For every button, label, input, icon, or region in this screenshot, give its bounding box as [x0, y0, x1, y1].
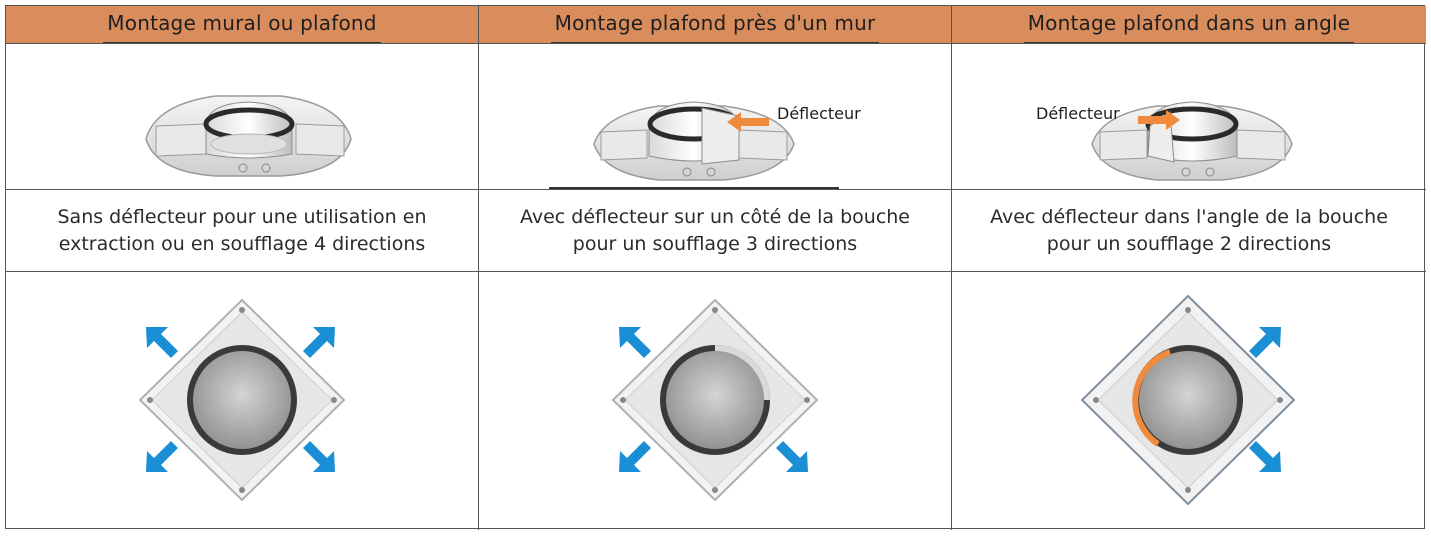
deflector-label-3: Déflecteur [1036, 104, 1120, 123]
product-cell-3: Déflecteur [952, 44, 1426, 190]
orange-arrow-icon [1138, 110, 1180, 130]
airflow-diagram-4-directions [138, 298, 346, 502]
product-cell-1 [6, 44, 479, 190]
vent-product-icon [145, 95, 352, 177]
header-title-1: Montage mural ou plafond [103, 11, 382, 43]
header-col-2: Montage plafond près d'un mur [479, 6, 952, 44]
description-cell-2: Avec déflecteur sur un côté de la bouche… [479, 190, 952, 272]
description-line: Sans déflecteur pour une utilisation en [57, 205, 427, 228]
header-title-3: Montage plafond dans un angle [1023, 11, 1354, 43]
description-cell-1: Sans déflecteur pour une utilisation en … [6, 190, 479, 272]
deflector-label-2: Déflecteur [777, 104, 861, 123]
orange-arrow-icon [727, 112, 769, 132]
airflow-diagram-2-directions [1080, 294, 1296, 506]
arrow-icon [1249, 327, 1281, 472]
description-line: pour un soufflage 3 directions [572, 232, 858, 255]
mounting-options-table: Montage mural ou plafond Montage plafond… [5, 5, 1426, 530]
deflector-indicator [1132, 349, 1172, 447]
diagram-cell-2 [479, 272, 952, 530]
description-line: Avec déflecteur sur un côté de la bouche [519, 205, 910, 228]
airflow-diagram-3-directions [611, 298, 819, 502]
description-line: Avec déflecteur dans l'angle de la bouch… [990, 205, 1388, 228]
product-cell-2: Déflecteur [479, 44, 952, 190]
description-cell-3: Avec déflecteur dans l'angle de la bouch… [952, 190, 1426, 272]
diagram-cell-3 [952, 272, 1426, 530]
vent-product-icon [1091, 101, 1293, 181]
header-col-1: Montage mural ou plafond [6, 6, 479, 44]
arrow-icon [619, 327, 808, 472]
header-col-3: Montage plafond dans un angle [952, 6, 1426, 44]
header-title-2: Montage plafond près d'un mur [550, 11, 880, 43]
diagram-cell-1 [6, 272, 479, 530]
arrow-icon [146, 327, 335, 472]
vent-product-icon [549, 101, 839, 189]
description-line: extraction ou en soufflage 4 directions [58, 232, 426, 255]
description-line: pour un soufflage 2 directions [1046, 232, 1332, 255]
